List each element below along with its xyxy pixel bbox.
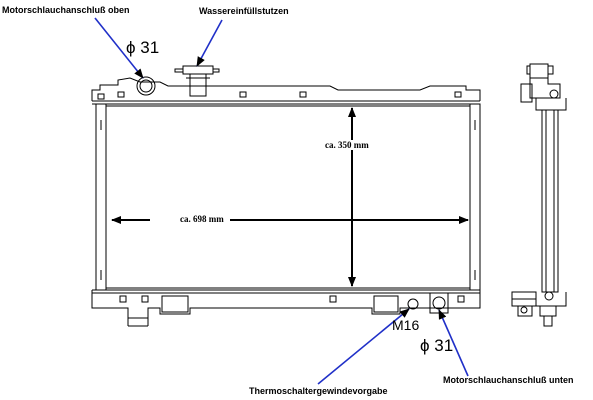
callout-lines [94,17,469,385]
thermo-switch-label: Thermoschaltergewindevorgabe [249,386,388,396]
callout-line-thermo [317,308,410,385]
callout-line-bottom-right [438,309,469,377]
width-dimension-label: ca. 698 mm [178,214,226,224]
filler-neck [174,65,220,97]
radiator-side-view [511,63,567,327]
right-side-frame [469,103,481,291]
thread-label: M16 [392,317,420,333]
height-dimension-label: ca. 350 mm [323,140,371,150]
callout-line-top-left [94,17,144,79]
filler-neck-label: Wassereinfüllstutzen [199,6,289,16]
bottom-tank [91,290,481,319]
lower-diameter-label: ϕ 31 [420,336,454,355]
left-side-frame [95,103,107,291]
callout-line-filler [196,19,223,67]
radiator-core [105,105,471,289]
thermo-switch-boss [407,298,419,310]
top-tank [91,77,481,101]
upper-hose-connector [136,76,156,96]
lower-hose-label: Motorschlauchanschluß unten [443,375,574,385]
radiator-front-view [91,65,481,327]
upper-hose-label: Motorschlauchanschluß oben [2,5,130,15]
dimension-lines [111,107,469,287]
upper-diameter-label: ϕ 31 [126,38,160,57]
